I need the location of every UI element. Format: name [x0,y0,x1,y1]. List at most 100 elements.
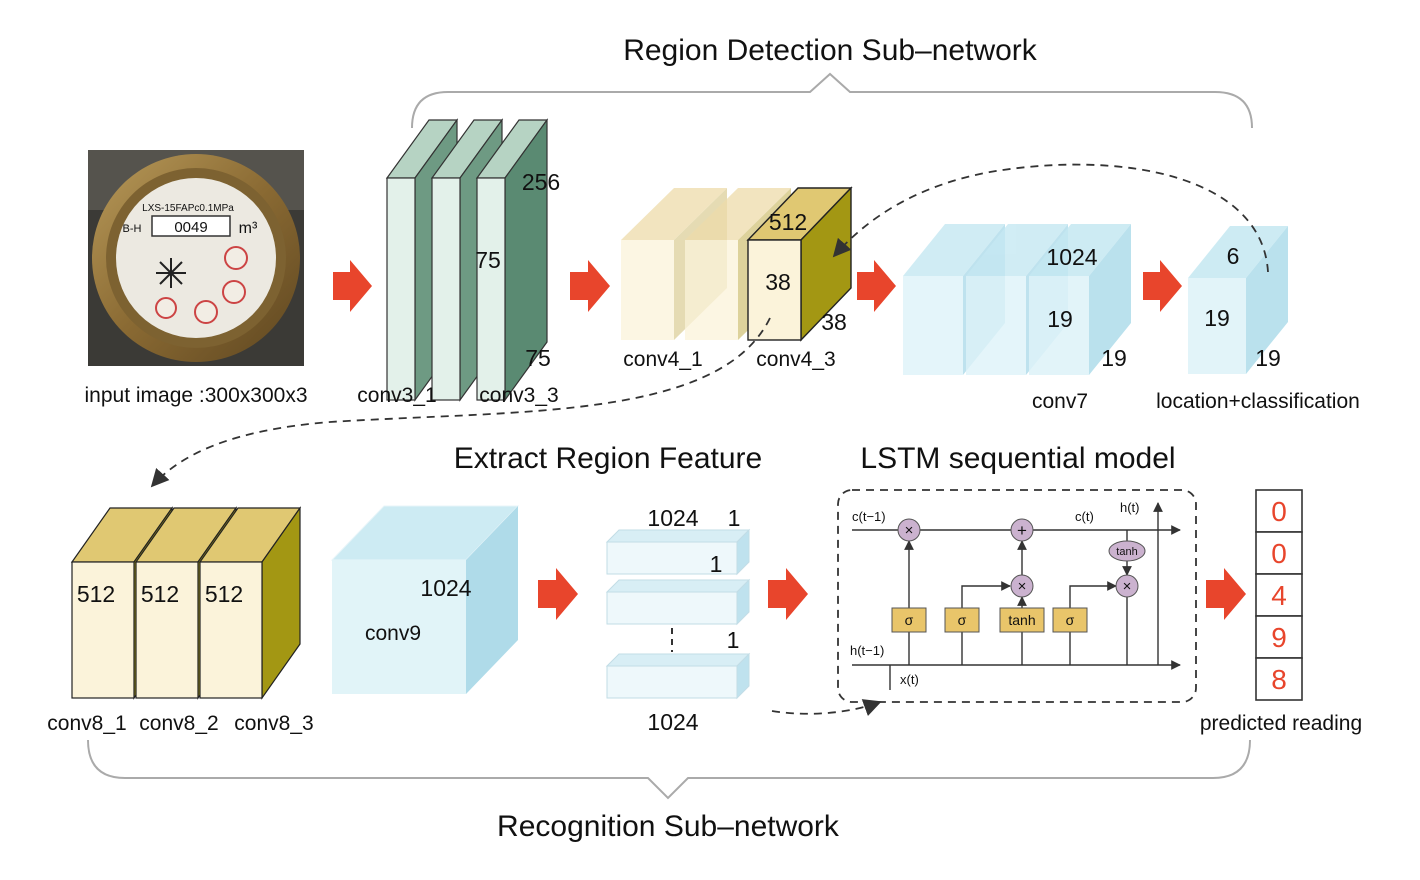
flow-arrow-3 [857,260,896,312]
multiply-node-input: × [1010,574,1034,598]
output-gate: σ [1052,607,1088,633]
input-gate: σ [944,607,980,633]
predicted-digit-cell: 0 [1255,489,1303,533]
feature-lower-height: 1 [727,627,740,653]
predicted-reading-label: predicted reading [1200,712,1362,735]
flow-arrow-4 [1143,260,1182,312]
multiply-node-output: × [1115,574,1139,598]
conv4-height: 38 [765,269,791,295]
predicted-digit-cell: 4 [1255,573,1303,617]
conv8-3-label: conv8_3 [234,712,313,735]
lstm-model-title: LSTM sequential model [860,442,1175,475]
feature-slab-3 [605,652,751,700]
flow-arrow-7 [1206,568,1246,620]
svg-text:×: × [905,522,914,539]
add-node: + [1010,518,1034,542]
lstm-cell-box [837,489,1197,703]
feedback-arrow-to-conv4 [832,163,1269,273]
lstm-h-prev-label: h(t−1) [850,643,884,658]
conv8-2-label: conv8_2 [139,712,218,735]
feature-mid-height: 1 [710,551,723,577]
feature-top-height: 1 [728,505,741,531]
conv8-1-label: conv8_1 [47,712,126,735]
conv9-label: conv9 [365,622,421,645]
lstm-c-prev-label: c(t−1) [852,509,886,524]
predicted-digit: 4 [1271,580,1287,611]
conv4-1-label: conv4_1 [623,348,702,371]
recognition-title: Recognition Sub–network [497,810,840,843]
conv3-1-label: conv3_1 [357,384,436,407]
feedback-arrow-to-conv8 [150,317,771,488]
predicted-digit: 0 [1271,538,1287,569]
predicted-digit: 0 [1271,496,1287,527]
predicted-digits: 0 0 4 9 8 [1255,489,1303,701]
meter-prefix: B-H [123,223,142,235]
predicted-digit-cell: 8 [1255,657,1303,701]
feature-to-lstm-arrow [771,699,882,717]
meter-reading: 0049 [174,219,207,236]
predicted-digit: 9 [1271,622,1287,653]
conv7-label: conv7 [1032,390,1088,413]
conv8-3-block [198,506,302,700]
svg-text:×: × [1123,578,1132,595]
flow-arrow-2 [570,260,610,312]
conv3-channels: 256 [522,169,560,195]
svg-text:×: × [1018,578,1027,595]
meter-small-dial-icon [222,280,246,304]
multiply-node-forget: × [897,518,921,542]
conv7-block-3 [1029,224,1131,375]
conv7-height: 19 [1047,306,1073,332]
conv9-channels: 1024 [420,575,471,601]
feature-slab-2 [605,578,751,626]
recognition-brace [87,739,1251,800]
feature-slab-1 [605,528,751,576]
meter-small-dial-icon [224,246,248,270]
conv9-cube [330,505,520,694]
loc-channels: 6 [1227,243,1240,269]
location-classification-block [1188,226,1288,374]
predicted-digit-cell: 9 [1255,615,1303,659]
conv8-1-channels: 512 [77,581,115,607]
svg-text:tanh: tanh [1116,546,1137,558]
predicted-digit: 8 [1271,664,1287,695]
conv3-width: 75 [525,345,551,371]
svg-text:σ: σ [1066,612,1075,628]
flow-arrow-1 [333,260,372,312]
conv4-block-3 [746,186,853,342]
svg-text:σ: σ [905,612,914,628]
meter-small-dial-icon [155,297,177,319]
conv3-height: 75 [475,247,501,273]
loc-width: 19 [1255,345,1281,371]
svg-text:σ: σ [958,612,967,628]
candidate-gate: tanh [999,607,1045,633]
meter-unit: m³ [239,220,258,237]
forget-gate: σ [891,607,927,633]
extract-region-title: Extract Region Feature [454,442,762,475]
tanh-node: tanh [1108,540,1146,562]
conv3-3-label: conv3_3 [479,384,558,407]
conv8-2-channels: 512 [141,581,179,607]
lstm-c-t-label: c(t) [1075,509,1094,524]
svg-text:tanh: tanh [1008,612,1035,628]
conv4-width: 38 [821,309,847,335]
location-classification-label: location+classification [1156,390,1360,413]
region-detection-brace [411,72,1253,129]
conv3-block-3 [475,118,549,402]
meter-small-dial-icon [194,300,218,324]
flow-arrows [333,260,1246,620]
lstm-h-t-label: h(t) [1120,500,1140,515]
input-image-label: input image :300x300x3 [85,384,308,407]
feature-top-width: 1024 [647,505,698,531]
meter-dial-icon [156,258,186,288]
conv7-channels: 1024 [1046,244,1097,270]
predicted-digit-cell: 0 [1255,531,1303,575]
flow-arrow-6 [768,568,808,620]
feature-bottom-width: 1024 [647,709,698,735]
conv4-3-label: conv4_3 [756,348,835,371]
lstm-x-t-label: x(t) [900,672,919,687]
conv4-channels: 512 [769,209,807,235]
region-detection-title: Region Detection Sub–network [623,34,1038,67]
conv8-3-channels: 512 [205,581,243,607]
loc-height: 19 [1204,305,1230,331]
